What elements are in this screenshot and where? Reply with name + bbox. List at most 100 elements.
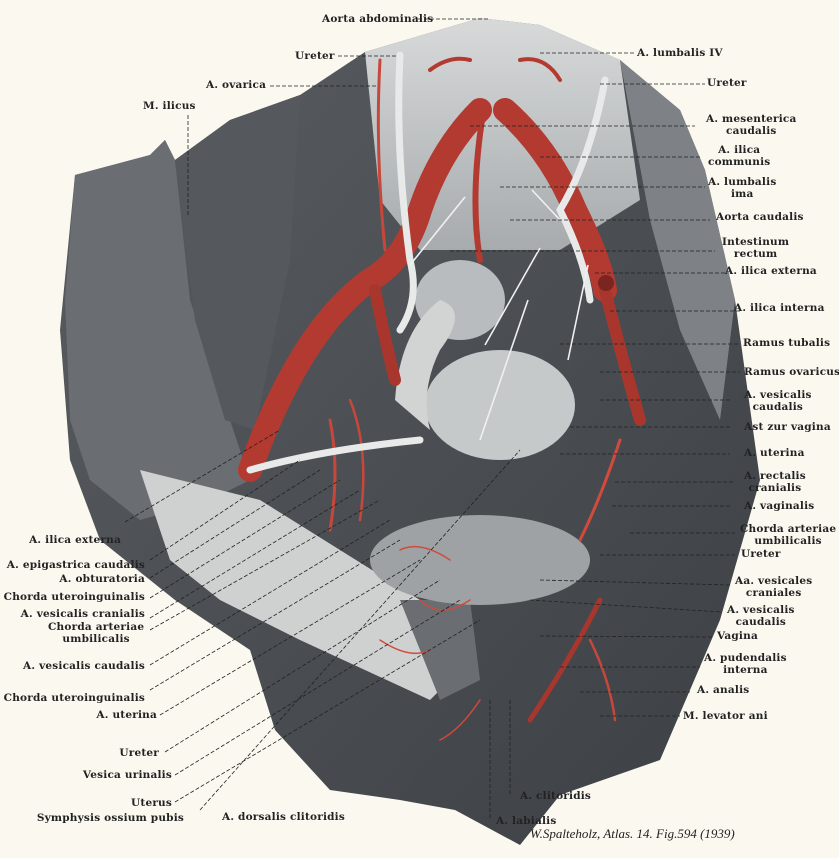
label-a-analis: A. analis (697, 684, 749, 696)
label-a-vaginalis: A. vaginalis (744, 500, 814, 512)
label-text: A. vesicalis cranialis (20, 608, 145, 620)
label-text: Ureter (741, 548, 781, 560)
label-text: A. mesenterica (706, 113, 797, 125)
label-a-labialis: A. labialis (496, 815, 556, 827)
label-a-vesicalis-caudalis-l: A. vesicalis caudalis (23, 660, 145, 672)
pelvis-tissue (60, 18, 760, 845)
label-aorta-caudalis: Aorta caudalis (716, 211, 804, 223)
label-text: Aa. vesicales (735, 575, 813, 587)
label-text: Vesica urinalis (82, 769, 172, 781)
label-aorta-abdominalis: Aorta abdominalis (322, 13, 433, 25)
label-text: caudalis (735, 616, 787, 628)
label-ureter-top: Ureter (295, 50, 335, 62)
label-text: Chorda uteroinguinalis (3, 591, 145, 603)
leader-lines (124, 18, 740, 820)
label-a-uterina-l: A. uterina (96, 709, 157, 721)
label-text: caudalis (726, 125, 777, 137)
label-text: umbilicalis (754, 535, 822, 547)
label-a-clitoridis: A. clitoridis (520, 790, 591, 802)
label-text: A. uterina (96, 709, 157, 721)
label-a-ilica-externa-l: A. ilica externa (29, 534, 121, 546)
label-text: ima (730, 188, 754, 200)
label-text: caudalis (752, 401, 804, 413)
label-text: A. pudendalis (704, 652, 787, 664)
label-a-ilica-externa-r: A. ilica externa (725, 265, 817, 277)
iliac-communis-left (238, 98, 492, 482)
label-a-obturatoria: A. obturatoria (59, 573, 145, 585)
label-text: A. lumbalis (708, 176, 777, 188)
label-text: cranialis (748, 482, 802, 494)
label-ramus-tubalis: Ramus tubalis (743, 337, 830, 349)
label-m-ilicus: M. ilicus (143, 100, 196, 112)
figure-caption: W.Spalteholz, Atlas. 14. Fig.594 (1939) (530, 826, 735, 841)
label-text: Chorda arteriae (48, 621, 145, 633)
label-text: Chorda arteriae (740, 523, 837, 535)
label-text: A. vesicalis caudalis (23, 660, 145, 672)
label-text: Aorta caudalis (716, 211, 804, 223)
label-text: Chorda uteroinguinalis (3, 692, 145, 704)
label-a-vesicalis-cranialis: A. vesicalis cranialis (21, 608, 145, 620)
label-a-ovarica: A. ovarica (206, 79, 266, 91)
label-text: A. rectalis (744, 470, 806, 482)
label-text: Ramus tubalis (743, 337, 831, 349)
label-text: A. ilica (718, 144, 761, 156)
label-text: A. clitoridis (520, 790, 592, 802)
label-ast-zur-vagina: Ast zur vagina (744, 421, 831, 433)
arteries (238, 0, 646, 741)
iliac-interna-left (369, 284, 401, 386)
label-a-ilica-interna: A. ilica interna (734, 302, 825, 314)
label-text: A. ilica interna (734, 302, 825, 314)
label-text: A. vesicalis (744, 389, 812, 401)
label-chorda-uteroinguinalis-1: Chorda uteroinguinalis (4, 591, 145, 603)
label-text: A. analis (697, 684, 750, 696)
label-a-lumbalis-iv: A. lumbalis IV (637, 47, 723, 59)
label-chorda-uteroinguinalis-2: Chorda uteroinguinalis (4, 692, 145, 704)
label-text: Aorta abdominalis (322, 13, 434, 25)
label-ureter-r2: Ureter (741, 548, 781, 560)
label-ramus-ovaricus: Ramus ovaricus (744, 366, 839, 378)
mesenterica-vessel (472, 117, 485, 263)
label-vesica-urinalis: Vesica urinalis (83, 769, 172, 781)
label-m-levator-ani: M. levator ani (683, 710, 768, 722)
label-text: Symphysis ossium pubis (36, 812, 184, 824)
label-text: A. vaginalis (744, 500, 815, 512)
label-a-dorsalis-clitoridis: A. dorsalis clitoridis (222, 811, 345, 823)
label-symphysis-ossium-pubis: Symphysis ossium pubis (37, 812, 184, 824)
label-text: Ast zur vagina (744, 421, 831, 433)
label-vagina: Vagina (717, 630, 758, 642)
label-ureter-l: Ureter (119, 747, 159, 759)
label-text: M. ilicus (143, 100, 196, 112)
label-text: Vagina (717, 630, 758, 642)
label-text: A. epigastrica caudalis (6, 559, 145, 571)
label-text: Ramus ovaricus (744, 366, 839, 378)
label-text: rectum (733, 248, 778, 260)
label-text: Ureter (119, 747, 159, 759)
label-text: Uterus (131, 797, 172, 809)
iliac-communis-right (493, 98, 617, 302)
label-text: M. levator ani (683, 710, 768, 722)
label-text: umbilicalis (62, 633, 130, 645)
iliac-interna-right (599, 284, 646, 426)
label-text: Ureter (295, 50, 335, 62)
label-text: craniales (745, 587, 802, 599)
a-ovarica-vessel (376, 58, 387, 252)
label-text: A. ilica externa (29, 534, 121, 546)
label-text: A. ovarica (206, 79, 267, 91)
label-ureter-r1: Ureter (707, 77, 747, 89)
label-text: A. uterina (744, 447, 805, 459)
ureters (246, 51, 609, 474)
label-text: interna (723, 664, 768, 676)
label-text: A. ilica externa (725, 265, 817, 277)
label-text: A. dorsalis clitoridis (222, 811, 345, 823)
dissection-pins (409, 189, 589, 441)
